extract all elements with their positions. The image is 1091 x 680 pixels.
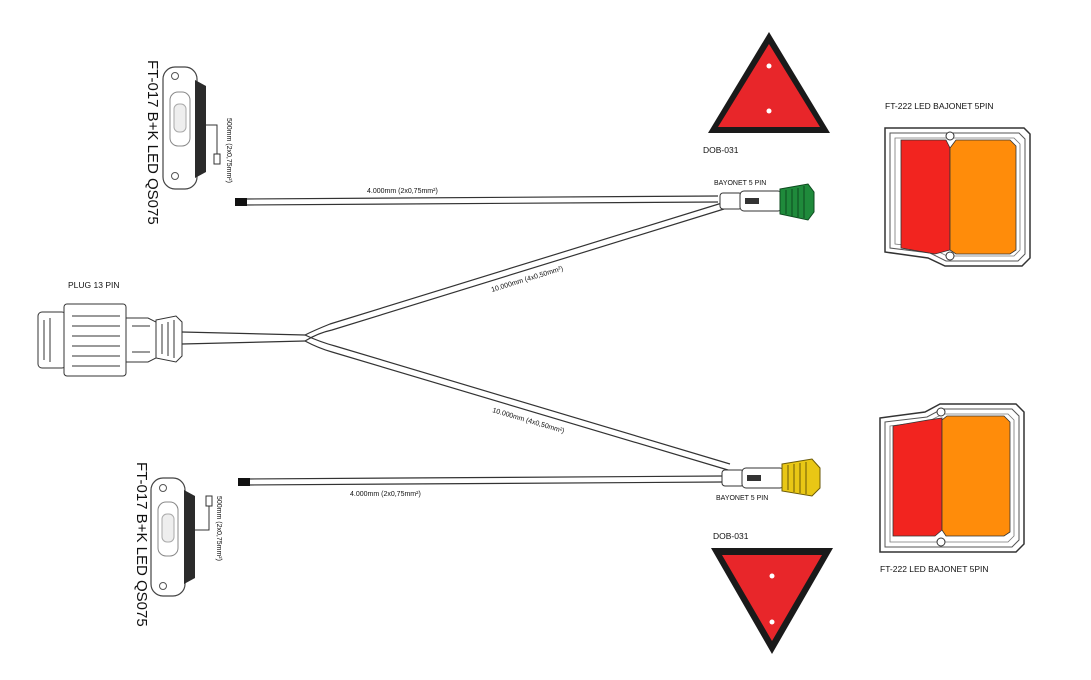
bayonet-connector-top — [719, 183, 815, 221]
cable-trunk — [181, 331, 306, 345]
cable-top-end — [235, 198, 247, 206]
plug-label: PLUG 13 PIN — [68, 280, 120, 290]
marker-light-top — [162, 66, 221, 190]
cable-branch-bottom — [304, 334, 731, 471]
marker-top-label: FT-017 B+K LED QS075 — [144, 60, 161, 225]
lamp-bottom-label: FT-222 LED BAJONET 5PIN — [880, 564, 989, 574]
triangle-bottom-label: DOB-031 — [713, 531, 749, 541]
bayonet-bottom-label: BAYONET 5 PIN — [716, 495, 768, 502]
cable-bottom-straight — [247, 475, 723, 486]
cable-branch-top — [304, 202, 725, 342]
cable-top-label: 4.000mm (2x0,75mm²) — [367, 188, 438, 195]
rear-lamp-bottom — [879, 403, 1025, 553]
cable-top-straight — [244, 195, 719, 206]
triangle-reflector-top — [708, 32, 830, 133]
plug-13-pin — [37, 303, 183, 377]
marker-light-bottom — [150, 477, 213, 597]
bayonet-connector-bottom — [721, 458, 821, 497]
bayonet-top-label: BAYONET 5 PIN — [714, 180, 766, 187]
cable-bottom-end — [238, 478, 250, 486]
lamp-top-label: FT-222 LED BAJONET 5PIN — [885, 101, 994, 111]
triangle-top-label: DOB-031 — [703, 145, 739, 155]
triangle-reflector-bottom — [711, 548, 833, 654]
marker-bottom-label: FT-017 B+K LED QS075 — [133, 462, 150, 627]
cable-bottom-label: 4.000mm (2x0,75mm²) — [350, 491, 421, 498]
cables — [181, 195, 731, 486]
marker-top-cable-label: 500mm (2x0,75mm²) — [225, 118, 232, 183]
rear-lamp-top — [884, 127, 1031, 267]
marker-bottom-cable-label: 500mm (2x0,75mm²) — [215, 496, 222, 561]
